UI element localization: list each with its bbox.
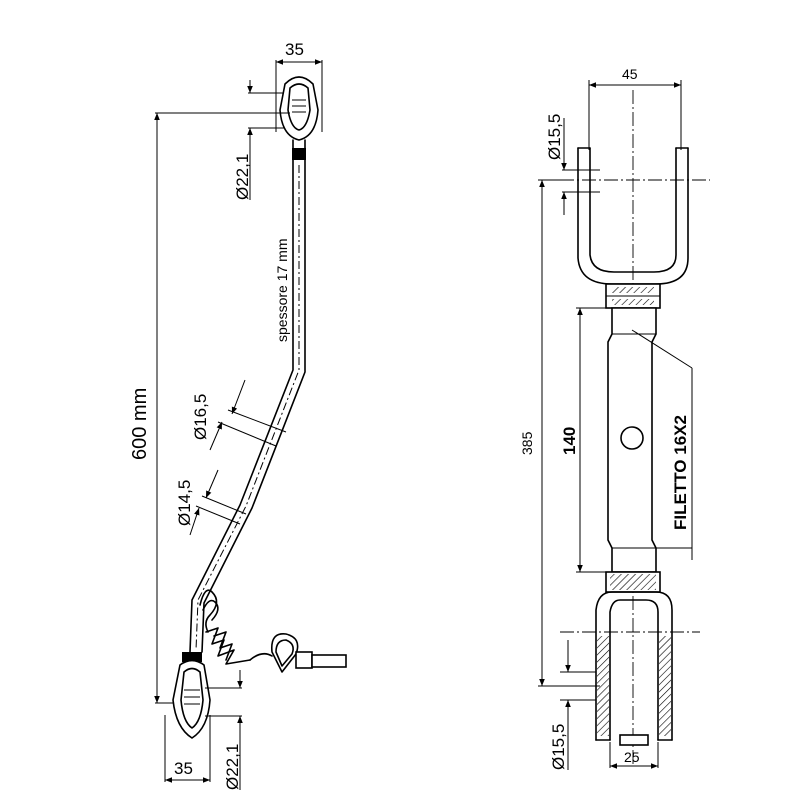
bottom-pin-hole-dimension: Ø15,5 <box>549 640 571 770</box>
bottom-fork-width-dimension: 25 <box>609 742 659 769</box>
bent-bar-body <box>189 159 306 653</box>
top-eye-diameter-label: Ø22,1 <box>233 154 252 200</box>
thread-length-dimension: 140 <box>560 307 612 573</box>
lower-bend-diameter-dimension: Ø14,5 <box>175 469 247 536</box>
bottom-ball-joint <box>172 652 211 739</box>
thickness-note: spessore 17 mm <box>274 239 290 342</box>
bottom-eye-width-dimension: 35 <box>164 715 211 783</box>
upper-bend-diameter-label: Ø16,5 <box>191 394 210 440</box>
fork-width-label: 45 <box>622 66 638 82</box>
lock-nut <box>605 283 661 309</box>
thread-note-label: FILETTO 16X2 <box>671 415 690 530</box>
linch-pin <box>249 633 347 673</box>
bottom-eye-width-label: 35 <box>174 759 193 778</box>
top-pin-hole-label: Ø15,5 <box>545 114 564 160</box>
bottom-eye-diameter-dimension: Ø22,1 <box>205 670 243 790</box>
bottom-pin-hole-label: Ø15,5 <box>549 724 568 770</box>
top-eye-diameter-dimension: Ø22,1 <box>233 80 284 200</box>
spring-clip <box>199 589 251 665</box>
top-fork <box>560 147 710 285</box>
upper-bend-diameter-dimension: Ø16,5 <box>191 379 287 451</box>
lower-bend-diameter-label: Ø14,5 <box>175 480 194 526</box>
bottom-fork-width-label: 25 <box>624 749 640 765</box>
left-view-stabilizer-bar: 35 Ø22,1 spessore 17 mm <box>129 40 347 790</box>
top-eye-width-dimension: 35 <box>275 40 323 132</box>
overall-length-label: 600 mm <box>129 388 151 460</box>
thread-note: FILETTO 16X2 <box>631 329 693 560</box>
top-ball-joint <box>279 76 319 160</box>
top-pin-hole-dimension: Ø15,5 <box>545 114 567 215</box>
turnbuckle-length-label: 385 <box>519 431 535 455</box>
right-view-turnbuckle: 45 Ø15,5 <box>519 66 710 770</box>
bottom-eye-diameter-label: Ø22,1 <box>223 744 242 790</box>
turnbuckle-body <box>607 307 657 573</box>
top-eye-width-label: 35 <box>285 40 304 59</box>
overall-length-dimension: 600 mm <box>129 112 290 704</box>
turnbuckle-length-dimension: 385 <box>519 179 600 687</box>
bottom-fork <box>560 591 700 746</box>
thread-length-label: 140 <box>560 427 579 455</box>
lower-nut <box>605 571 661 593</box>
fork-width-dimension: 45 <box>588 66 682 150</box>
